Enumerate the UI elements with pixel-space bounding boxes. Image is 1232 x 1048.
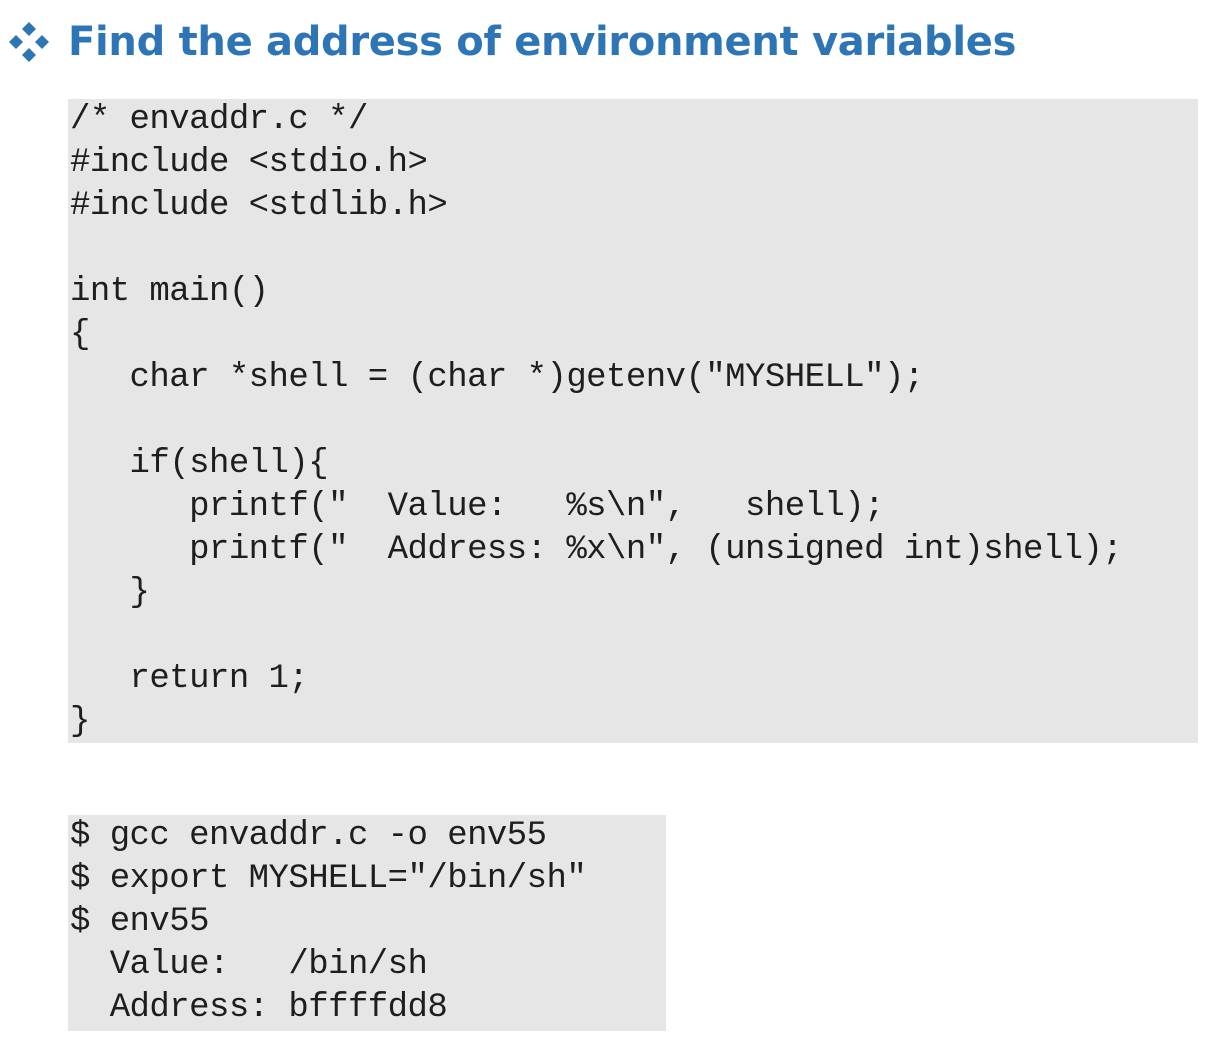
diamond-cluster-bullet-icon: [9, 22, 49, 62]
code-line: #include <stdlib.h>: [70, 187, 448, 225]
code-line: printf(" Value: %s\n", shell);: [70, 488, 884, 526]
code-line: }: [70, 703, 90, 741]
code-line: int main(): [70, 273, 269, 311]
slide-title: Find the address of environment variable…: [68, 19, 1017, 65]
terminal-line: $ gcc envaddr.c -o env55: [70, 817, 547, 855]
code-line: char *shell = (char *)getenv("MYSHELL");: [70, 359, 925, 397]
terminal-line: $ export MYSHELL="/bin/sh": [70, 860, 587, 898]
terminal-output-block: $ gcc envaddr.c -o env55 $ export MYSHEL…: [68, 815, 666, 1031]
terminal-line: Address: bffffdd8: [70, 989, 448, 1027]
code-line: printf(" Address: %x\n", (unsigned int)s…: [70, 531, 1123, 569]
code-line: }: [70, 574, 150, 612]
code-line: {: [70, 316, 90, 354]
terminal-line: $ env55: [70, 903, 210, 941]
code-line: if(shell){: [70, 445, 329, 483]
code-line: #include <stdio.h>: [70, 144, 428, 182]
slide-heading: Find the address of environment variable…: [6, 14, 1016, 70]
terminal-line: Value: /bin/sh: [70, 946, 428, 984]
source-code-block: /* envaddr.c */ #include <stdio.h> #incl…: [68, 99, 1198, 743]
code-line: /* envaddr.c */: [70, 101, 368, 139]
code-line: return 1;: [70, 660, 309, 698]
